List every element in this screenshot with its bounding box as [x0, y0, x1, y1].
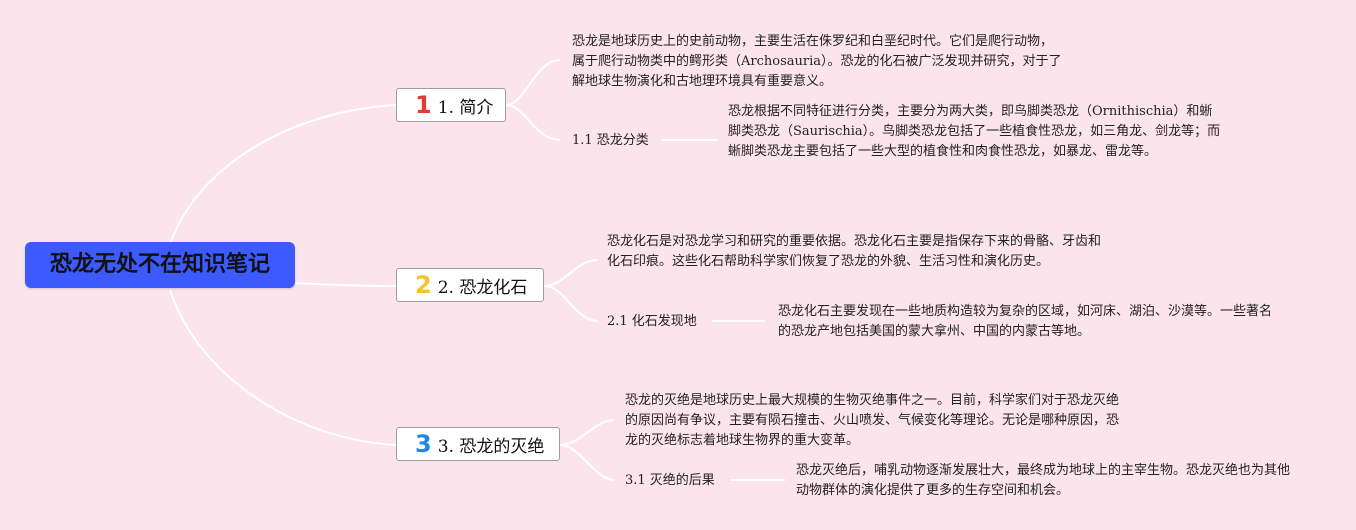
topic-1-note: 恐龙是地球历史上的史前动物，主要生活在侏罗纪和白垩纪时代。它们是爬行动物，属于爬… [572, 34, 1062, 89]
topic-2-note: 恐龙化石是对恐龙学习和研究的重要依据。恐龙化石主要是指保存下来的骨骼、牙齿和化石… [607, 234, 1102, 269]
connector-root-topic-1 [169, 104, 397, 245]
connector-topic-3-note [559, 419, 615, 446]
number-2-icon: 2 [415, 271, 432, 299]
topic-1-label: 1. 简介 [437, 97, 494, 118]
connector-root-topic-3 [169, 289, 397, 446]
topic-1-node[interactable]: 1 1. 简介 [396, 88, 506, 122]
subtopic-1-1-note: 恐龙根据不同特征进行分类，主要分为两大类，即鸟脚类恐龙（Ornithischia… [728, 104, 1221, 159]
number-3-icon: 3 [415, 430, 432, 458]
connector-topic-1-note [505, 59, 561, 106]
connector-topic-3-sub [559, 444, 615, 481]
root-node[interactable]: 恐龙无处不在知识笔记 [25, 242, 295, 288]
subtopic-3-1-note: 恐龙灭绝后，哺乳动物逐渐发展壮大，最终成为地球上的主宰生物。恐龙灭绝也为其他动物… [796, 463, 1291, 498]
subtopic-2-1-note: 恐龙化石主要发现在一些地质构造较为复杂的区域，如河床、湖泊、沙漠等。一些著名的恐… [778, 304, 1273, 339]
topic-3-label: 3. 恐龙的灭绝 [437, 436, 545, 457]
connector-root-topic-2 [294, 282, 397, 287]
connector-topic-2-sub [543, 285, 599, 322]
connector-topic-2-note [543, 259, 599, 287]
number-1-icon: 1 [415, 91, 432, 119]
topic-3-node[interactable]: 3 3. 恐龙的灭绝 [396, 427, 560, 461]
topic-2-node[interactable]: 2 2. 恐龙化石 [396, 268, 544, 302]
subtopic-3-1-label[interactable]: 3.1 灭绝的后果 [625, 473, 715, 488]
topic-3-note: 恐龙的灭绝是地球历史上最大规模的生物灭绝事件之一。目前，科学家们对于恐龙灭绝的原… [625, 393, 1120, 448]
topic-2-label: 2. 恐龙化石 [437, 277, 528, 298]
subtopic-1-1-label[interactable]: 1.1 恐龙分类 [572, 133, 649, 148]
subtopic-2-1-label[interactable]: 2.1 化石发现地 [607, 314, 697, 329]
connector-topic-1-sub [505, 104, 561, 141]
